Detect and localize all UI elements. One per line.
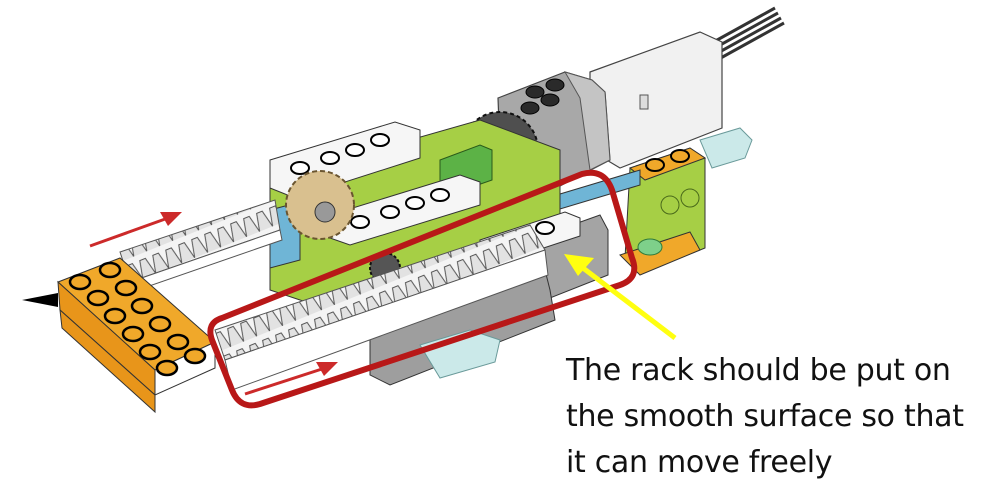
right-support-block: [619, 147, 707, 276]
highlight-box: [207, 169, 638, 409]
pointer-arrow: [564, 254, 677, 340]
motion-arrow-lower: [244, 362, 338, 396]
orange-plate: [57, 257, 216, 414]
marker-arrowhead: [22, 293, 58, 307]
motor: [589, 31, 723, 169]
annotation-caption: The rack should be put on the smooth sur…: [566, 348, 996, 486]
caption-line: it can move freely: [566, 445, 833, 480]
caption-line: The rack should be put on: [566, 353, 951, 388]
trans-clip-upper: [699, 127, 753, 169]
caption-line: the smooth surface so that: [566, 399, 964, 434]
hub-studs: [520, 78, 565, 115]
tan-gear: [285, 170, 355, 240]
motion-arrow-upper: [89, 212, 182, 248]
